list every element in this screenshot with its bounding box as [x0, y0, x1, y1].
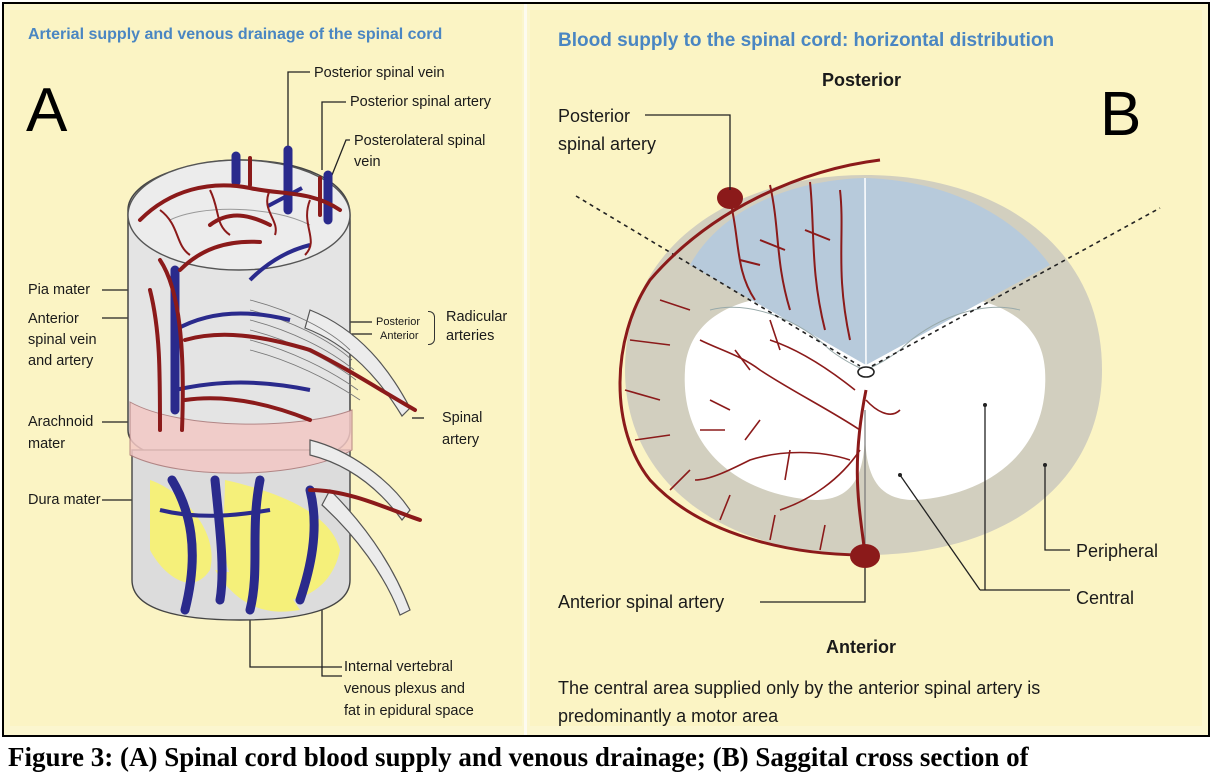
arteries — [138, 156, 422, 522]
anterior-trunk — [855, 389, 868, 556]
panel-a: Arterial supply and venous drainage of t… — [10, 10, 522, 726]
label-peripheral: Peripheral — [1076, 541, 1159, 561]
anterior-spinal-artery-node — [850, 544, 880, 568]
posterior-spinal-artery-node — [717, 187, 743, 209]
vein-branches — [159, 186, 311, 518]
label-venous-plexus-1: Internal vertebral — [344, 659, 453, 675]
label-arachnoid-mater-2: mater — [28, 436, 66, 452]
label-radicular-anterior: Anterior — [380, 330, 419, 342]
label-spinal-artery-2: artery — [442, 432, 480, 448]
label-venous-plexus-2: venous plexus and — [344, 681, 465, 697]
label-arachnoid-mater-1: Arachnoid — [28, 414, 94, 430]
label-posterolateral-spinal-vein-2: vein — [354, 154, 381, 170]
label-anterior-spinal-vein-3: and artery — [28, 353, 94, 369]
label-posterior-spinal-vein: Posterior spinal vein — [314, 65, 445, 81]
label-anterior-spinal-vein-2: spinal vein — [28, 332, 97, 348]
label-radicular-posterior: Posterior — [376, 316, 421, 328]
label-posterior-spinal-artery-1: Posterior — [558, 106, 631, 126]
peripheral-branches — [624, 299, 826, 551]
posterior-branches — [729, 181, 851, 341]
figure-caption: Figure 3: (A) Spinal cord blood supply a… — [8, 742, 1029, 772]
panel-a-title: Arterial supply and venous drainage of t… — [28, 26, 443, 43]
central-branches — [694, 319, 901, 511]
label-radicular-arteries-2: arteries — [446, 328, 495, 344]
label-posterior: Posterior — [822, 70, 902, 90]
arterial-ring — [618, 158, 881, 557]
label-pia-mater: Pia mater — [28, 282, 91, 298]
note-line-1: The central area supplied only by the an… — [558, 678, 1041, 698]
label-anterior: Anterior — [826, 637, 897, 657]
panel-b-title: Blood supply to the spinal cord: horizon… — [558, 30, 1055, 51]
radicular-bracket — [428, 311, 435, 345]
central-canal — [857, 366, 875, 378]
label-spinal-artery-1: Spinal — [442, 410, 483, 426]
cross-section-diagram — [575, 114, 1161, 603]
label-posterolateral-spinal-vein-1: Posterolateral spinal — [354, 133, 486, 149]
leader-lines-b — [645, 114, 1070, 603]
label-venous-plexus-3: fat in epidural space — [344, 703, 474, 719]
arachnoid-band — [129, 401, 353, 474]
label-anterior-spinal-artery: Anterior spinal artery — [558, 592, 725, 612]
posterior-region — [690, 178, 1050, 365]
spinal-cord-illustration — [102, 71, 424, 677]
label-dura-mater: Dura mater — [28, 492, 101, 508]
label-central: Central — [1076, 588, 1135, 608]
dashed-boundary — [575, 195, 1161, 367]
note-line-2: predominantly a motor area — [558, 706, 779, 726]
label-posterior-spinal-artery-2: spinal artery — [558, 134, 657, 154]
panel-b: Blood supply to the spinal cord: horizon… — [530, 10, 1202, 726]
panel-divider — [524, 4, 527, 735]
label-anterior-spinal-vein-1: Anterior — [28, 311, 79, 327]
label-posterior-spinal-artery: Posterior spinal artery — [350, 94, 492, 110]
label-radicular-arteries-1: Radicular — [446, 309, 508, 325]
panel-a-letter: A — [26, 76, 68, 145]
panel-b-letter: B — [1100, 80, 1142, 149]
